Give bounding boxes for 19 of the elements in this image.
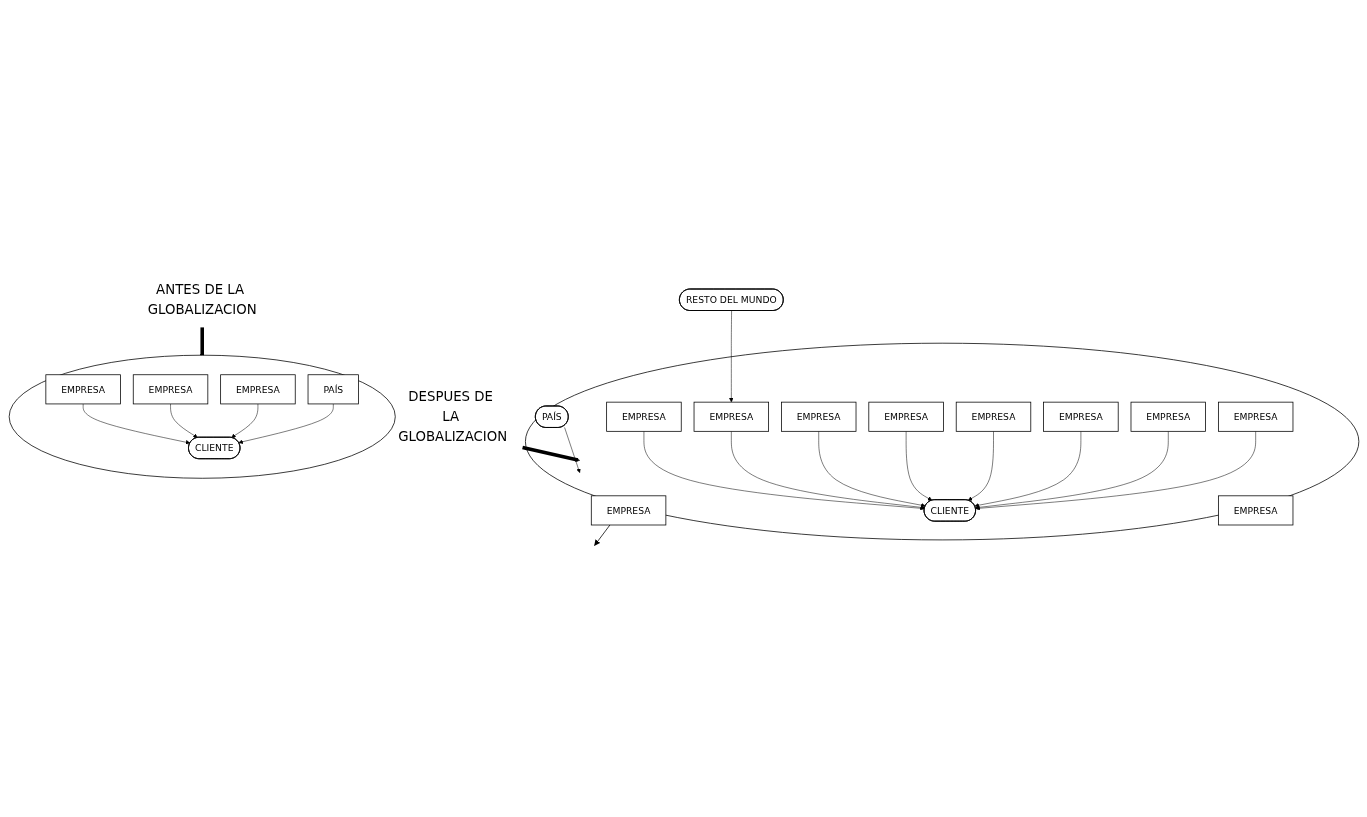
node-box: EMPRESA bbox=[219, 374, 296, 405]
cluster bbox=[8, 354, 396, 479]
node-box: EMPRESA bbox=[605, 401, 682, 432]
node-text: ANTES DE LA GLOBALIZACION bbox=[147, 281, 257, 317]
arrow bbox=[521, 445, 580, 462]
node-box: EMPRESA bbox=[1217, 495, 1293, 526]
node-box: EMPRESA bbox=[44, 374, 121, 405]
node-box: EMPRESA bbox=[1042, 401, 1119, 432]
node-box: PAÍS bbox=[307, 374, 359, 405]
node-box: EMPRESA bbox=[1130, 401, 1206, 432]
node-box: EMPRESA bbox=[780, 401, 856, 432]
node-box: EMPRESA bbox=[590, 495, 666, 526]
cluster bbox=[524, 342, 1359, 540]
node-box: EMPRESA bbox=[955, 401, 1031, 432]
node-box: EMPRESA bbox=[1217, 401, 1293, 432]
node-box: EMPRESA bbox=[693, 401, 769, 432]
node-text: DESPUES DE LA GLOBALIZACION bbox=[397, 388, 507, 444]
node-box: EMPRESA bbox=[867, 401, 944, 432]
node-box: EMPRESA bbox=[132, 374, 208, 405]
